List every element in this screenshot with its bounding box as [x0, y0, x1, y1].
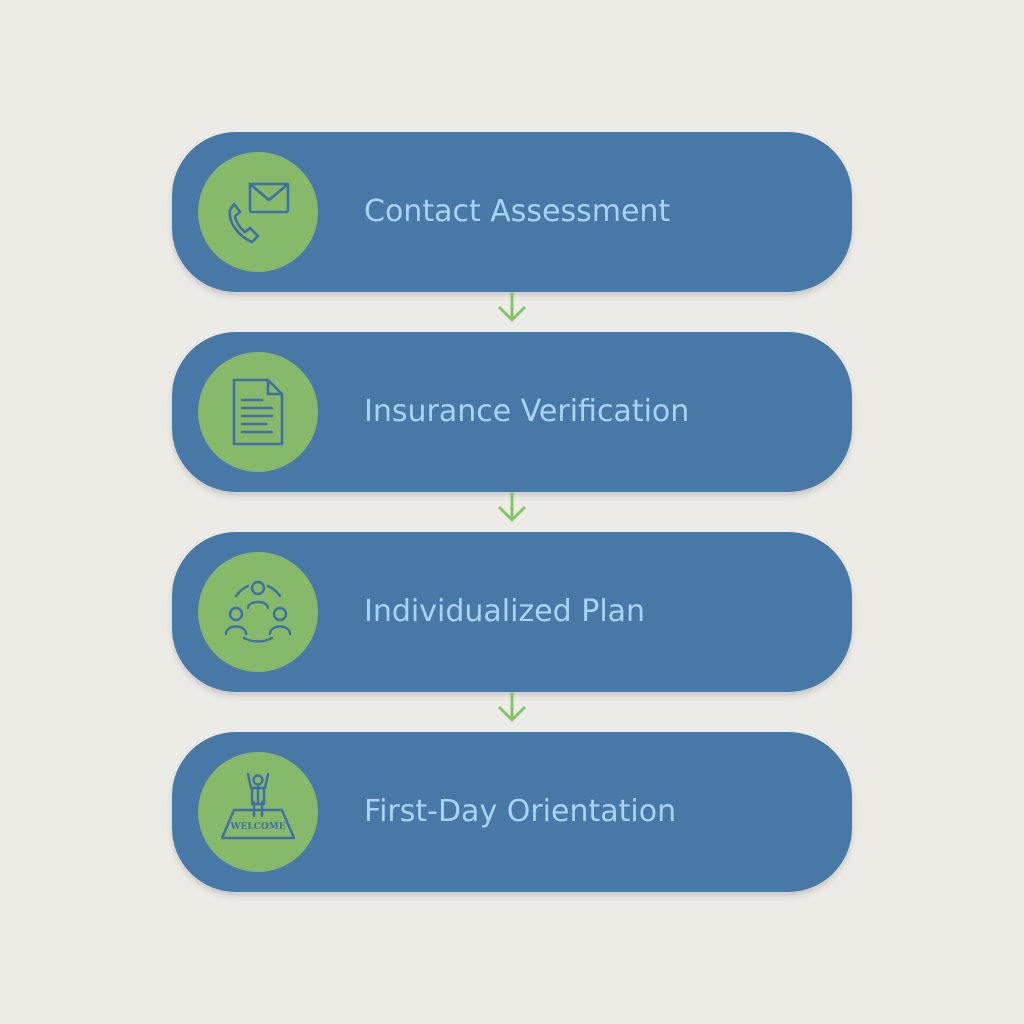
welcome-mat-text: WELCOME [229, 822, 285, 832]
arrow-down-icon [498, 492, 526, 522]
step-individualized-plan: Individualized Plan [172, 532, 852, 692]
phone-envelope-icon [228, 182, 290, 244]
arrow-down-icon [498, 692, 526, 722]
step-first-day-orientation: WELCOME First-Day Orientation [172, 732, 852, 892]
step-badge: WELCOME [198, 752, 318, 872]
step-label: Contact Assessment [364, 194, 671, 229]
step-label: First-Day Orientation [364, 794, 677, 829]
step-badge [198, 552, 318, 672]
step-badge [198, 152, 318, 272]
step-badge [198, 352, 318, 472]
document-icon [232, 378, 284, 446]
step-label: Individualized Plan [364, 594, 646, 629]
arrow-down-icon [498, 292, 526, 322]
welcome-mat-icon: WELCOME [220, 772, 296, 840]
step-contact-assessment: Contact Assessment [172, 132, 852, 292]
step-insurance-verification: Insurance Verification [172, 332, 852, 492]
people-circle-icon [224, 580, 292, 643]
step-label: Insurance Verification [364, 394, 690, 429]
